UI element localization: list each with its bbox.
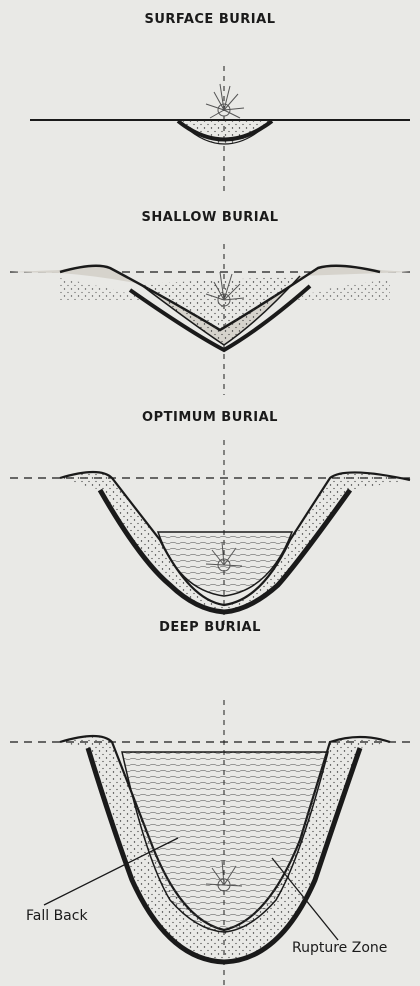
shallow-burial-panel [10,244,410,395]
explosion-burst-icon [206,84,244,118]
optimum-burial-panel [10,440,410,630]
deep-burial-panel [10,700,410,986]
surface-burial-panel [30,66,410,195]
